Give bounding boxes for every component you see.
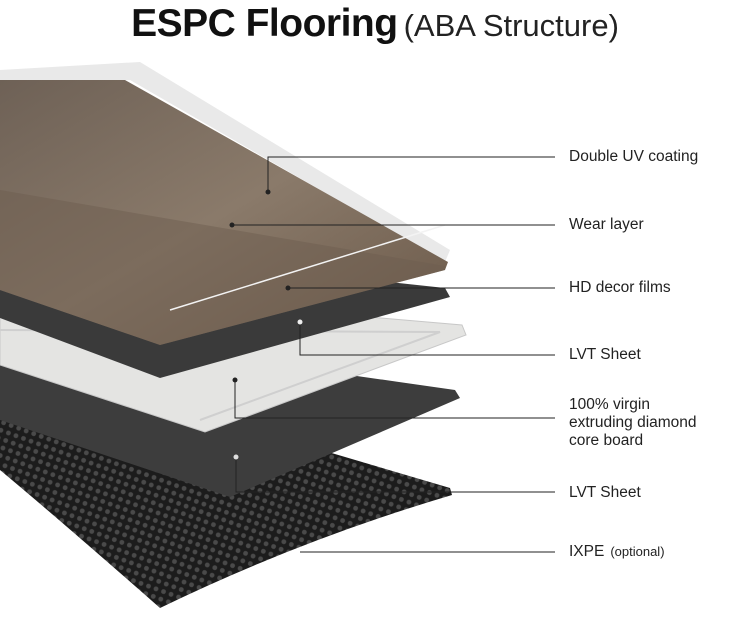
- label-lvt-lower: LVT Sheet: [569, 484, 641, 501]
- leader-core: [234, 380, 555, 419]
- title-sub: (ABA Structure): [403, 8, 619, 43]
- core-line-1: 100% virgin: [569, 396, 650, 413]
- label-ixpe: IXPE (optional): [569, 543, 665, 561]
- leader-dot: [233, 454, 239, 460]
- wear-layer-highlight: [169, 224, 446, 311]
- leader-lvt-lower: [235, 457, 555, 493]
- core-line-3: core board: [569, 432, 644, 449]
- title-main: ESPC Flooring: [131, 2, 398, 45]
- page-title: ESPC Flooring(ABA Structure): [0, 2, 750, 46]
- leader-lines: [232, 156, 555, 553]
- core-line-2: extruding diamond: [569, 414, 697, 431]
- leader-dot: [297, 319, 303, 325]
- label-double-uv: Double UV coating: [569, 148, 699, 165]
- leader-lvt-upper: [299, 322, 555, 356]
- leader-dot: [229, 222, 235, 228]
- leader-dot: [285, 285, 291, 291]
- label-lvt-upper: LVT Sheet: [569, 346, 641, 363]
- leader-double-uv: [267, 156, 555, 192]
- wear-layer-edge: [0, 190, 445, 345]
- label-core-board: 100% virgin extruding diamond core board: [569, 396, 697, 450]
- label-hd-decor: HD decor films: [569, 279, 671, 296]
- ixpe-text: IXPE: [569, 543, 605, 560]
- leader-dot: [232, 377, 238, 383]
- ixpe-optional-note: (optional): [610, 544, 665, 559]
- leader-dot: [265, 189, 271, 195]
- label-wear-layer: Wear layer: [569, 216, 644, 233]
